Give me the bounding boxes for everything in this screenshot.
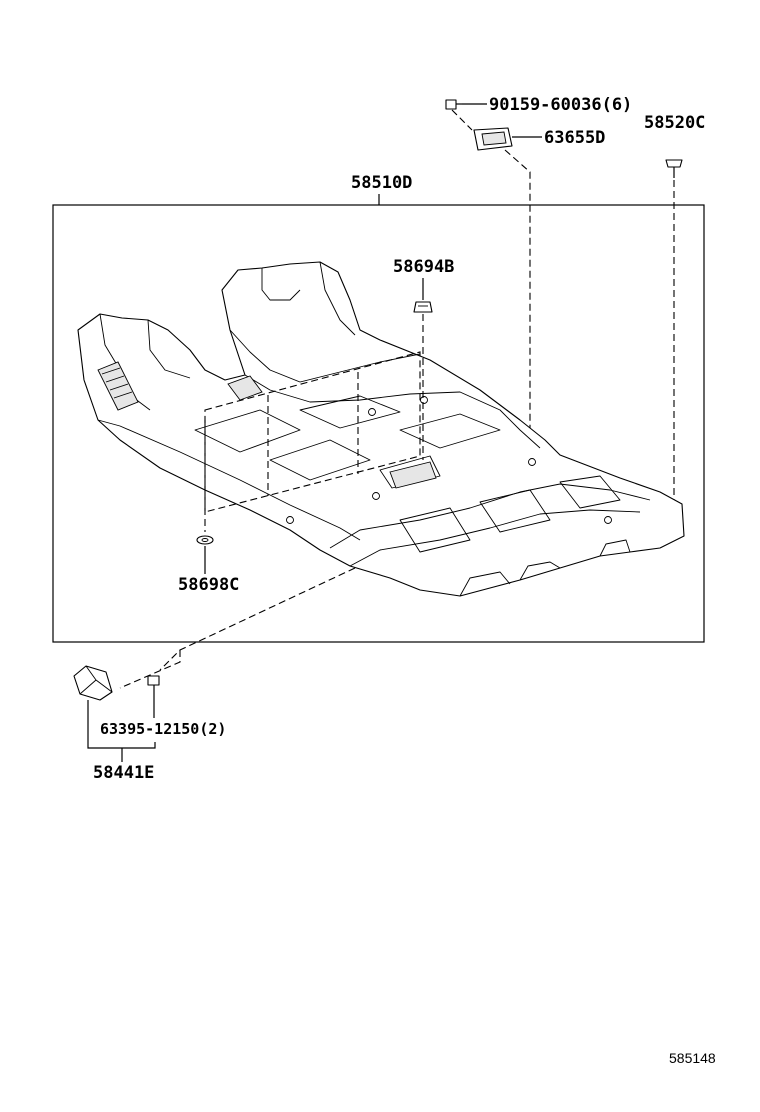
assembly-frame [52, 204, 705, 643]
dash-bolt-top [451, 109, 473, 131]
label-clip-plate: 63655D [544, 128, 605, 148]
label-floor-carpet: 58510D [351, 173, 412, 193]
clip-right-icon [665, 159, 683, 178]
dash-footrest-2 [119, 650, 181, 689]
label-clip-upper: 58694B [393, 257, 454, 277]
clip-lower-icon [196, 535, 214, 545]
label-clip-right: 58520C [644, 113, 705, 133]
clip-plate-icon [473, 127, 513, 151]
bolt-top-icon [445, 99, 462, 110]
footrest-icon [73, 665, 113, 701]
label-footrest: 58441E [93, 763, 154, 783]
label-bolt-top: 90159-60036(6) [489, 95, 632, 115]
floor-carpet-illustration [77, 261, 685, 597]
reference-number: 585148 [669, 1050, 716, 1066]
clip-upper-icon [413, 301, 433, 313]
label-bolt-bottom: 63395-12150(2) [100, 720, 226, 738]
dash-clip-plate [504, 149, 531, 480]
label-clip-lower: 58698C [178, 575, 239, 595]
dash-phantom-box [204, 351, 421, 513]
bolt-bottom-icon [147, 675, 160, 690]
